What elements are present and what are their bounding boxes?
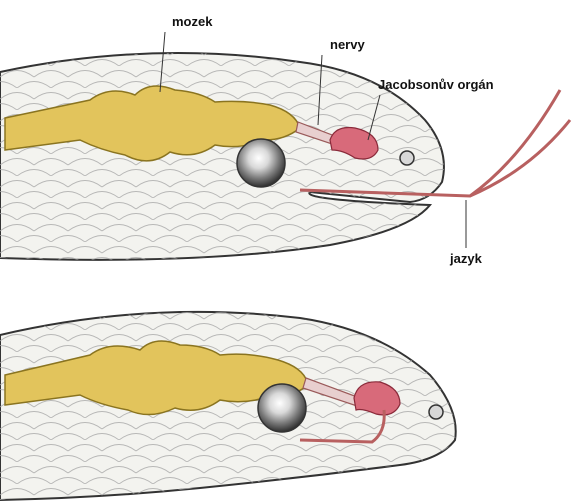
nostril-top <box>400 151 414 165</box>
label-brain: mozek <box>172 14 212 29</box>
snake-head-top <box>0 32 570 260</box>
snake-head-bottom <box>0 312 456 500</box>
label-nerves: nervy <box>330 37 365 52</box>
label-jacobson-organ: Jacobsonův orgán <box>378 77 494 92</box>
eye-bottom <box>258 384 306 432</box>
eye-top <box>237 139 285 187</box>
nostril-bottom <box>429 405 443 419</box>
label-tongue: jazyk <box>450 251 482 266</box>
